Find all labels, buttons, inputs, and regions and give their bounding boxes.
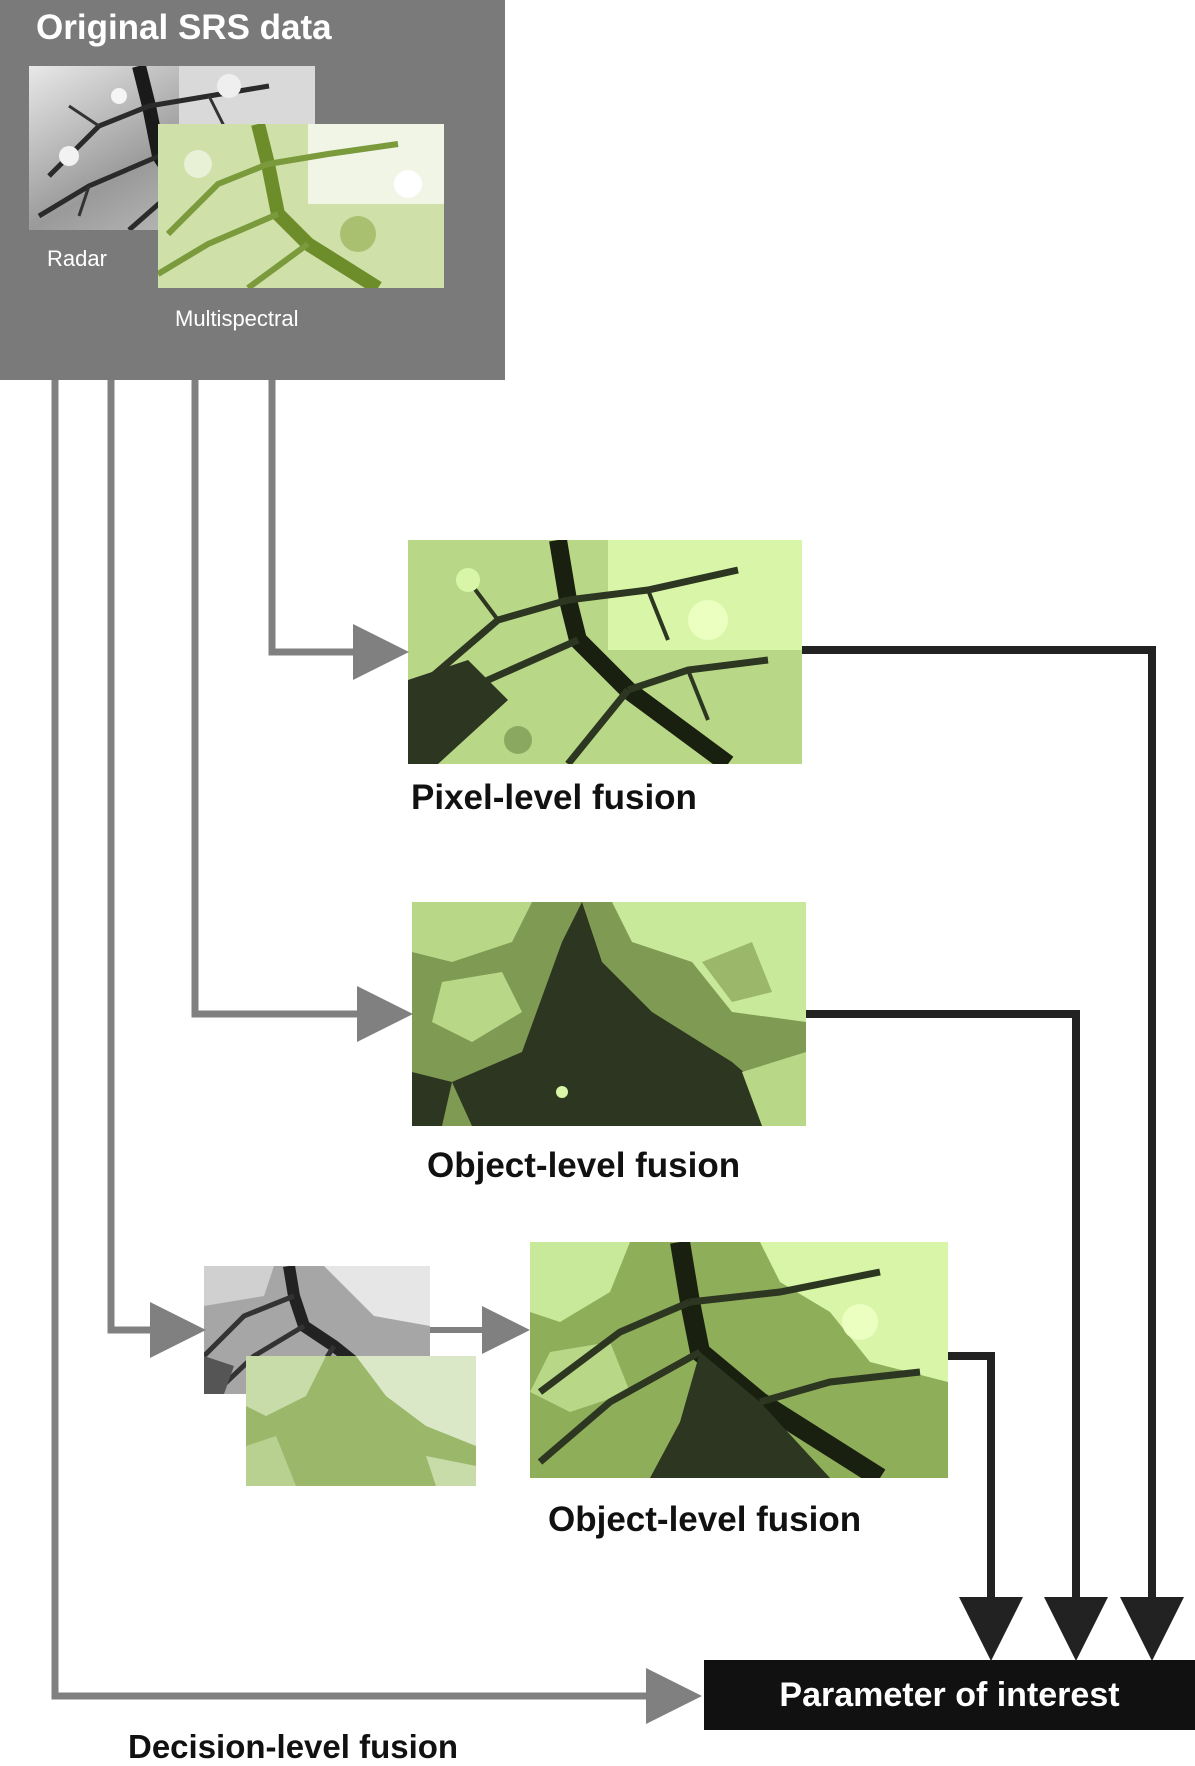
arrow-to-decision-segmentation — [107, 380, 206, 1358]
object-level-fusion-image — [412, 902, 806, 1126]
multispectral-image — [158, 124, 444, 288]
decision-multispectral-segmented-image — [246, 1356, 476, 1486]
arrow-pixel-to-parameter — [802, 646, 1184, 1661]
original-srs-data-title: Original SRS data — [36, 8, 332, 47]
arrow-to-object-fusion — [191, 380, 413, 1042]
pixel-level-fusion-label: Pixel-level fusion — [411, 778, 697, 817]
multispectral-label: Multispectral — [175, 306, 299, 331]
object-level-fusion-label: Object-level fusion — [427, 1146, 741, 1185]
arrow-to-pixel-fusion — [268, 380, 409, 680]
pixel-level-fusion-image — [408, 540, 802, 764]
decision-level-fusion-image — [530, 1242, 948, 1478]
decision-level-fusion-label: Decision-level fusion — [128, 1728, 459, 1765]
original-srs-data-panel: Original SRS data Radar — [0, 0, 505, 380]
arrow-decision-to-parameter — [948, 1352, 1023, 1661]
radar-label: Radar — [47, 246, 107, 271]
parameter-of-interest-box: Parameter of interest — [704, 1660, 1195, 1730]
decision-object-level-fusion-label: Object-level fusion — [548, 1500, 862, 1539]
